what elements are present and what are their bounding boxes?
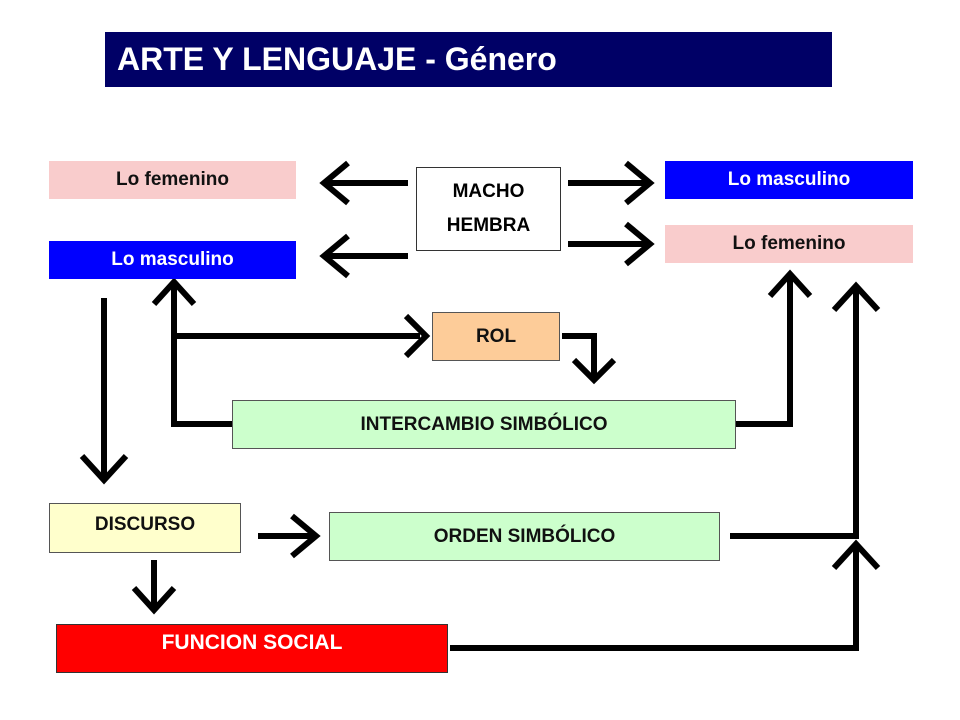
arrow-right-top — [568, 160, 655, 206]
hembra-label: HEMBRA — [446, 215, 531, 236]
funcion-social-box: FUNCION SOCIAL — [56, 624, 448, 673]
arrow-discurso-funcion — [131, 560, 177, 615]
arrow-left-top — [319, 160, 408, 206]
arrow-rol-down — [562, 333, 617, 385]
arrow-intercambio-up — [736, 269, 813, 427]
orden-simbolico-box: ORDEN SIMBÓLICO — [329, 512, 720, 561]
arrow-down-to-discurso — [79, 298, 129, 485]
discurso-box: DISCURSO — [49, 503, 241, 553]
arrow-left-bottom — [319, 233, 408, 279]
rol-box: ROL — [432, 312, 560, 361]
right-femenino-box: Lo femenino — [665, 225, 913, 263]
arrow-orden-up — [730, 281, 881, 539]
left-femenino-box: Lo femenino — [49, 161, 296, 199]
arrow-right-bottom — [568, 221, 655, 267]
arrow-discurso-orden — [258, 513, 321, 559]
arrow-loop-left — [151, 277, 431, 427]
macho-label: MACHO — [452, 181, 525, 203]
right-masculino-box: Lo masculino — [665, 161, 913, 199]
intercambio-simbolico-box: INTERCAMBIO SIMBÓLICO — [232, 400, 736, 449]
macho-hembra-box: MACHO HEMBRA — [416, 167, 561, 251]
arrow-funcion-up — [450, 539, 881, 651]
page-title: ARTE Y LENGUAJE - Género — [105, 32, 832, 87]
left-masculino-box: Lo masculino — [49, 241, 296, 279]
